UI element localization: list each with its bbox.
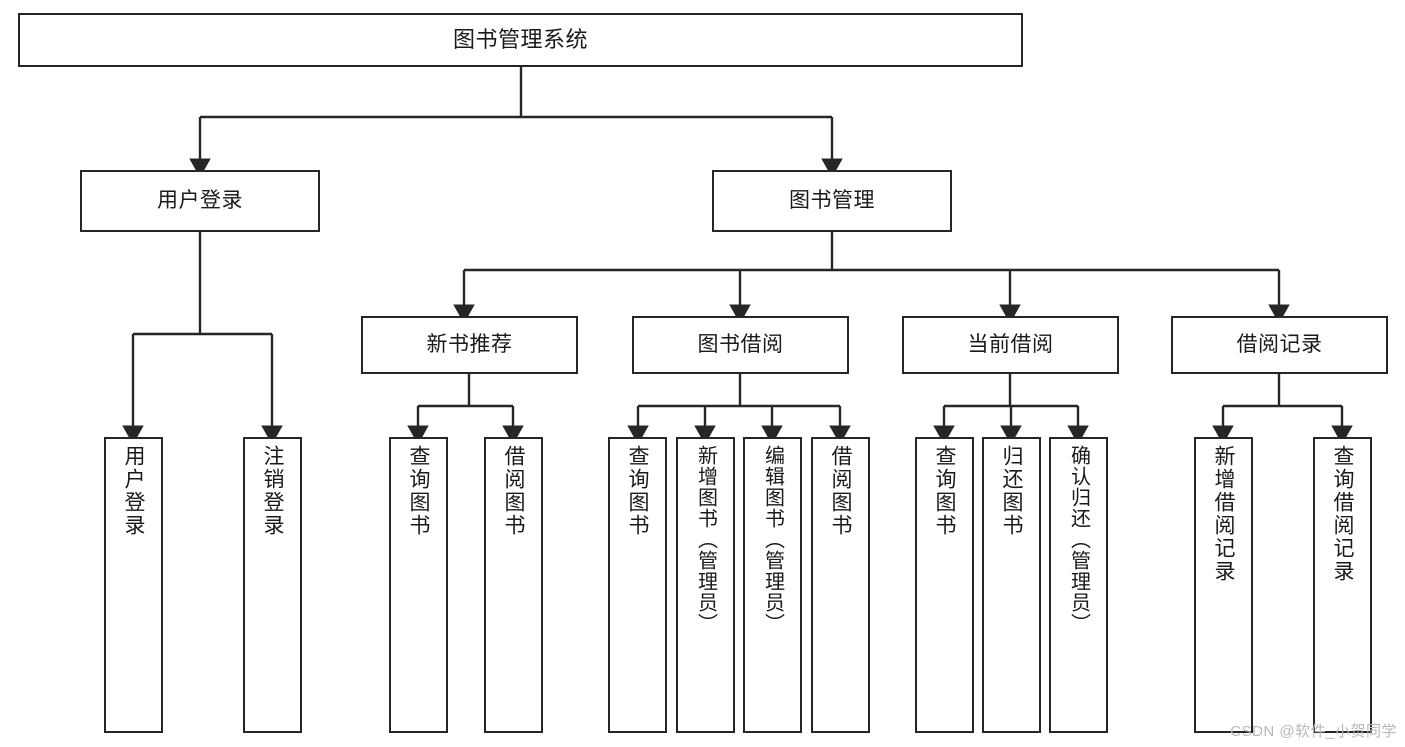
node-new-book-recommend[interactable]: 新书推荐 bbox=[361, 316, 578, 374]
leaf-recommend-borrow-book[interactable]: 借阅图书 bbox=[484, 437, 543, 733]
node-label: 编辑图书（管理员） bbox=[761, 445, 784, 634]
leaf-current-confirm-return-admin[interactable]: 确认归还（管理员） bbox=[1049, 437, 1108, 733]
leaf-user-login-logout[interactable]: 注销登录 bbox=[243, 437, 302, 733]
node-label: 图书借阅 bbox=[697, 332, 784, 356]
leaf-user-login-login[interactable]: 用户登录 bbox=[104, 437, 163, 733]
watermark-text: CSDN @软件_小贺同学 bbox=[1230, 723, 1397, 740]
node-book-management[interactable]: 图书管理 bbox=[712, 170, 952, 232]
node-label: 查询图书 bbox=[626, 445, 649, 537]
node-label: 查询图书 bbox=[933, 445, 956, 537]
node-label: 新增借阅记录 bbox=[1212, 445, 1235, 583]
leaf-borrow-query-book[interactable]: 查询图书 bbox=[608, 437, 667, 733]
node-root-system[interactable]: 图书管理系统 bbox=[18, 13, 1023, 67]
node-label: 确认归还（管理员） bbox=[1067, 445, 1090, 634]
node-current-borrow[interactable]: 当前借阅 bbox=[902, 316, 1119, 374]
node-label: 图书管理 bbox=[789, 188, 875, 212]
leaf-record-query-record[interactable]: 查询借阅记录 bbox=[1313, 437, 1372, 733]
node-label: 用户登录 bbox=[122, 445, 145, 537]
node-label: 借阅图书 bbox=[502, 445, 525, 537]
node-label: 注销登录 bbox=[261, 445, 284, 537]
node-label: 借阅记录 bbox=[1236, 332, 1323, 356]
node-book-borrow[interactable]: 图书借阅 bbox=[632, 316, 849, 374]
node-label: 借阅图书 bbox=[829, 445, 852, 537]
leaf-current-return-book[interactable]: 归还图书 bbox=[982, 437, 1041, 733]
leaf-borrow-add-book-admin[interactable]: 新增图书（管理员） bbox=[676, 437, 735, 733]
leaf-record-add-record[interactable]: 新增借阅记录 bbox=[1194, 437, 1253, 733]
node-label: 归还图书 bbox=[1000, 445, 1023, 537]
leaf-current-query-book[interactable]: 查询图书 bbox=[915, 437, 974, 733]
leaf-borrow-borrow-book[interactable]: 借阅图书 bbox=[811, 437, 870, 733]
node-borrow-record[interactable]: 借阅记录 bbox=[1171, 316, 1388, 374]
node-label: 当前借阅 bbox=[967, 332, 1054, 356]
node-label: 查询图书 bbox=[407, 445, 430, 537]
leaf-borrow-edit-book-admin[interactable]: 编辑图书（管理员） bbox=[743, 437, 802, 733]
node-label: 新增图书（管理员） bbox=[694, 445, 717, 634]
node-label: 用户登录 bbox=[157, 188, 243, 212]
node-label: 图书管理系统 bbox=[452, 27, 588, 53]
node-label: 查询借阅记录 bbox=[1331, 445, 1354, 583]
node-label: 新书推荐 bbox=[426, 332, 513, 356]
leaf-recommend-query-book[interactable]: 查询图书 bbox=[389, 437, 448, 733]
node-user-login[interactable]: 用户登录 bbox=[80, 170, 320, 232]
